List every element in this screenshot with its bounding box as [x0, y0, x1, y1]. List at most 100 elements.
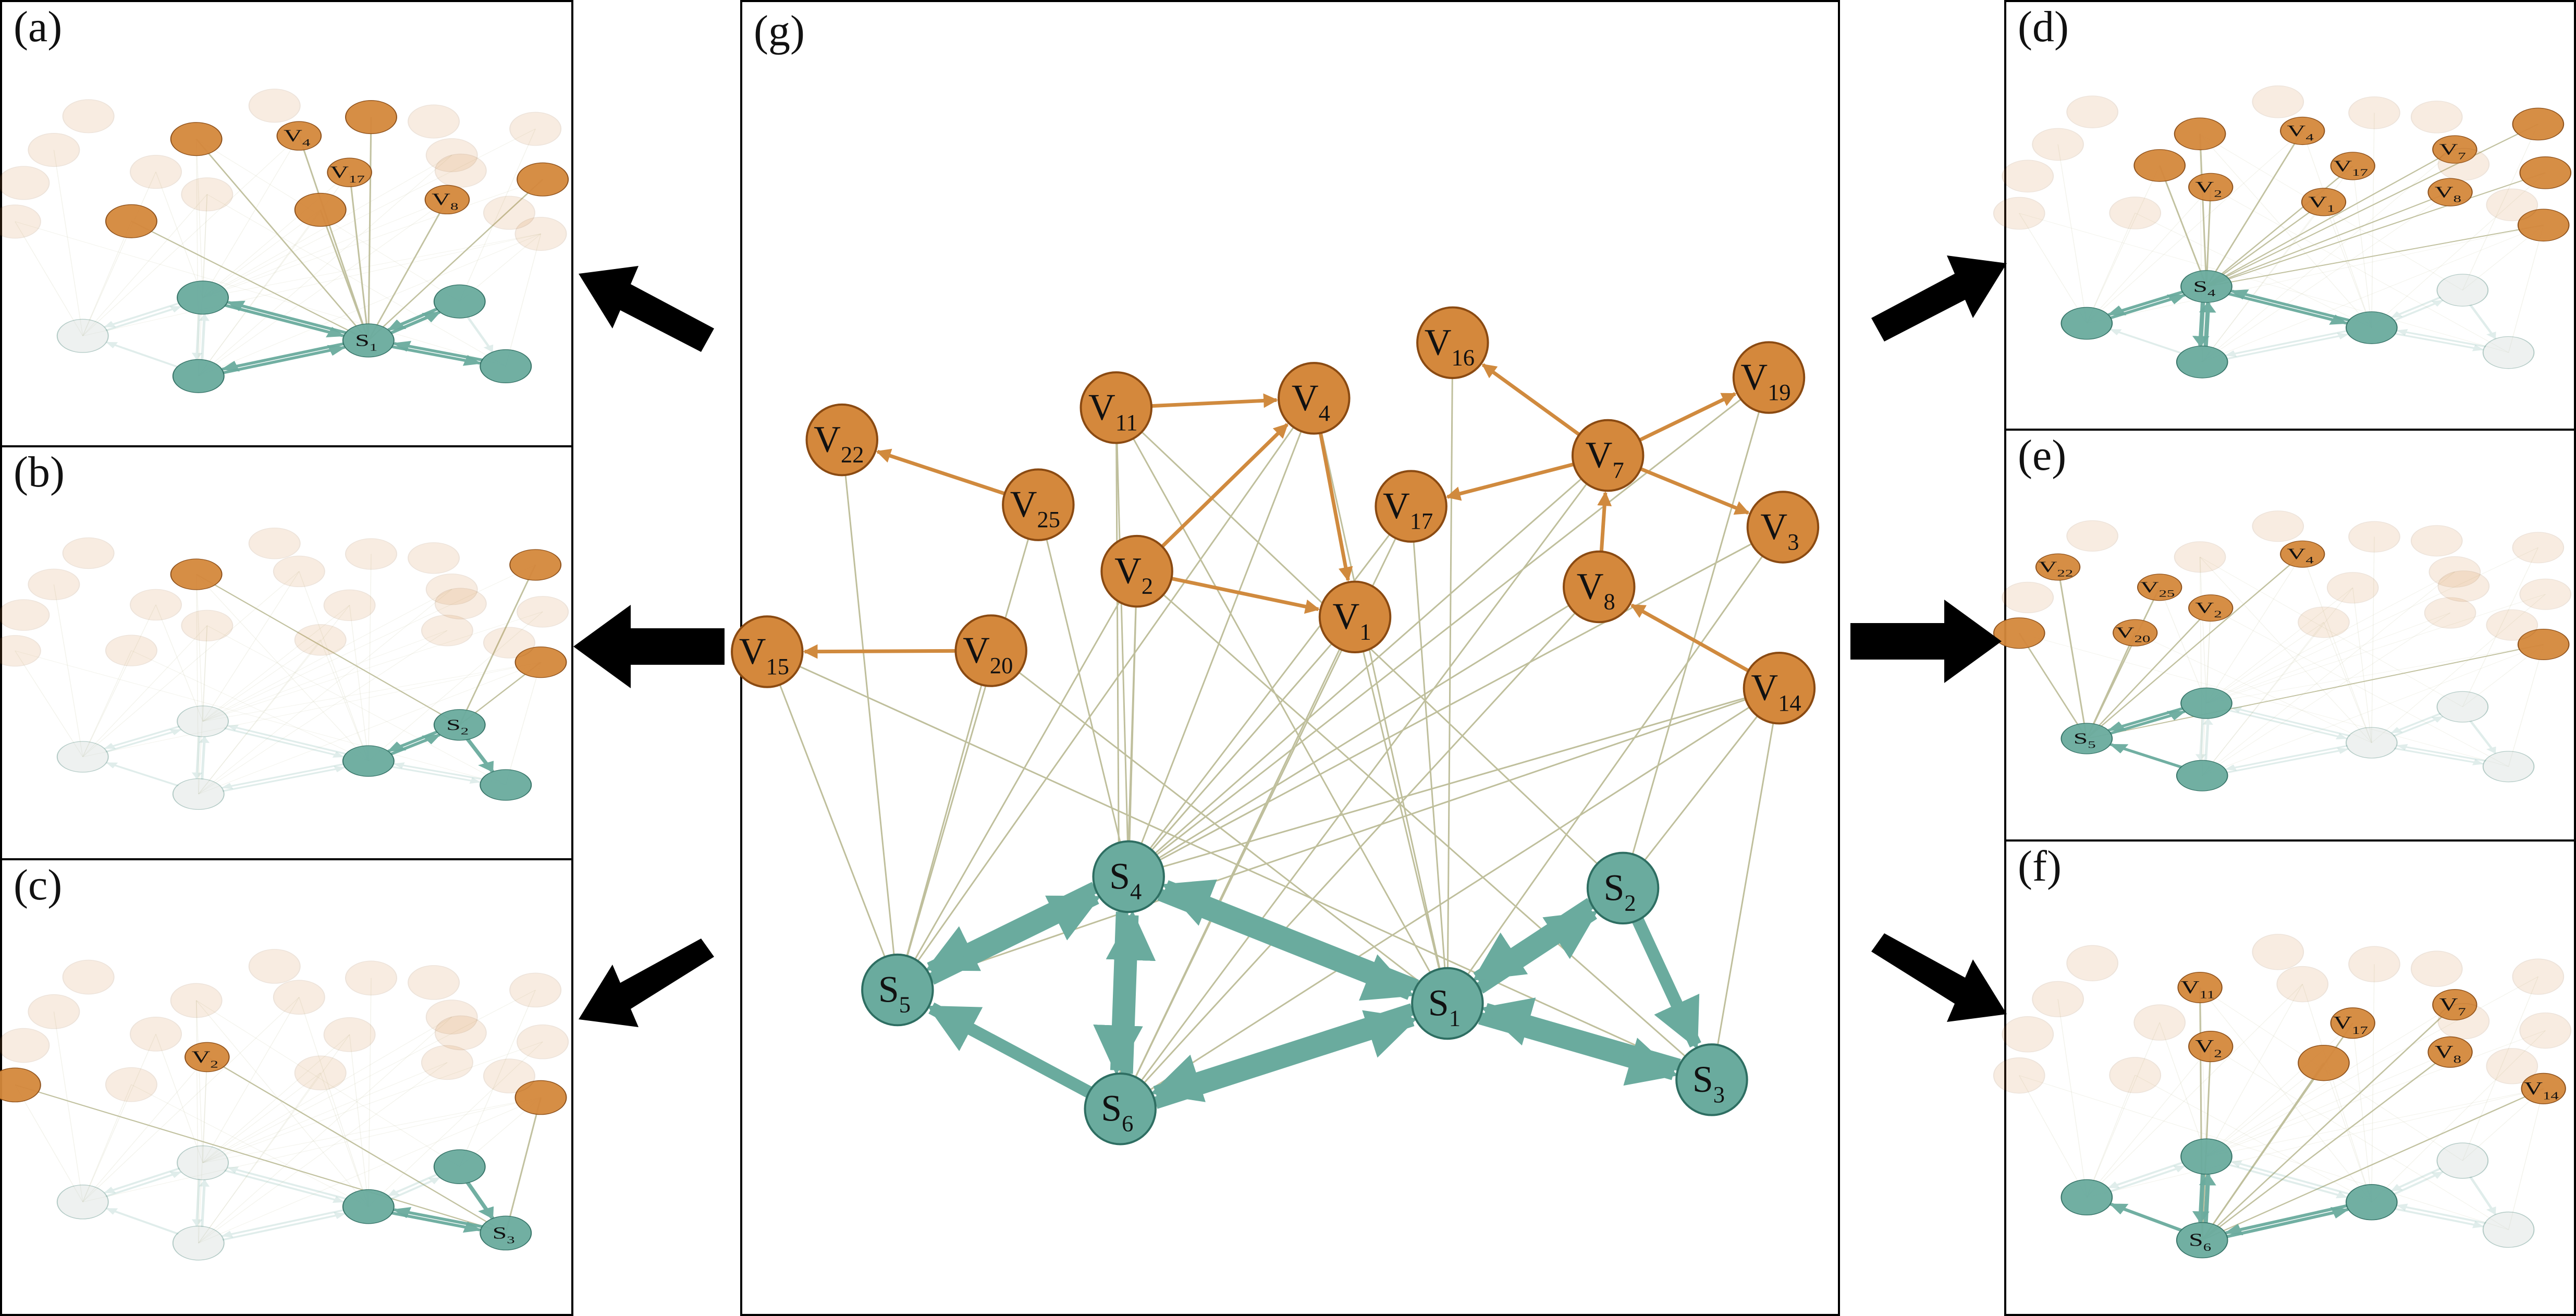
faint-edge — [202, 1017, 452, 1163]
node-label-s5: S5 — [2074, 730, 2096, 750]
focus-edge-v17 — [2205, 165, 2353, 287]
cross-edge-S5-V14 — [930, 699, 1746, 980]
node-x6 — [483, 196, 535, 230]
node-v8 — [2427, 1036, 2473, 1068]
panel-d-label: (d) — [2018, 3, 2069, 51]
faint-edge — [2508, 644, 2544, 767]
faint-edge — [459, 129, 536, 302]
node-v14 — [2521, 1073, 2566, 1104]
s-edge-S4-S5 — [104, 725, 181, 749]
focus-edge-v1 — [2205, 201, 2325, 287]
faint-edge — [202, 234, 541, 298]
focus-edge-v3 — [2206, 172, 2546, 287]
node-v19 — [509, 112, 562, 146]
s-edge-S4-S5 — [104, 302, 181, 328]
faint-edge — [459, 990, 536, 1167]
faint-edge — [195, 574, 369, 761]
s-edge-S1-S2 — [2393, 1171, 2444, 1196]
s-edge-S6-S1 — [222, 345, 347, 374]
s-edge-S6-S4 — [2199, 301, 2216, 347]
node-x2 — [2252, 510, 2304, 542]
focus-edge-v7 — [2201, 1004, 2456, 1241]
faint-edge — [2199, 987, 2207, 1157]
node-v14 — [1743, 652, 1816, 725]
node-label-v20: V20 — [2116, 624, 2150, 644]
s-edge-S6-S4 — [199, 736, 210, 780]
node-label-v16: V16 — [1425, 321, 1475, 370]
node-v22 — [2032, 981, 2084, 1017]
faint-edge — [2206, 1088, 2544, 1157]
faint-edge — [2135, 1075, 2372, 1203]
s-edge-S2-S3 — [2469, 720, 2497, 754]
v-edge-V2-V1 — [1171, 577, 1320, 614]
focus-edge-v17 — [349, 172, 370, 341]
faint-edge — [206, 194, 506, 367]
faint-edge — [2199, 987, 2372, 1202]
node-v22 — [28, 994, 80, 1029]
s-edge-S4-S5 — [925, 882, 1098, 974]
node-v11 — [170, 983, 223, 1018]
node-v11 — [1080, 371, 1153, 444]
arrow-to-a-shape — [579, 266, 714, 352]
node-v7 — [2432, 135, 2477, 164]
node-v25 — [130, 1017, 182, 1052]
arrow-to-c-shape — [579, 939, 714, 1027]
faint-edge — [349, 1034, 369, 1207]
node-x5 — [2002, 160, 2054, 193]
faint-edge — [198, 625, 208, 795]
faint-edge — [15, 221, 506, 367]
faint-edge — [202, 565, 536, 722]
s-edge-S2-S1 — [387, 307, 439, 331]
node-label-v22: V22 — [814, 419, 864, 468]
arrow-to-f-shape — [1871, 933, 2007, 1022]
faint-edge — [2206, 1030, 2546, 1157]
node-v17 — [323, 1017, 376, 1052]
faint-edge — [15, 221, 83, 336]
faint-edge — [198, 1062, 448, 1244]
node-s2 — [2436, 274, 2489, 307]
focus-edge-v20 — [130, 221, 369, 341]
node-v22 — [2035, 553, 2081, 581]
faint-edge — [82, 234, 541, 336]
node-v1 — [294, 1055, 347, 1091]
faint-edge — [2206, 594, 2546, 704]
node-label-v2: V2 — [2195, 1037, 2222, 1059]
s-edge-S5-S4 — [105, 306, 182, 332]
node-v11 — [2177, 971, 2223, 1004]
node-x2 — [2252, 934, 2304, 970]
node-v15 — [0, 1067, 41, 1103]
node-v2 — [1100, 534, 1173, 608]
faint-edge — [2508, 1088, 2544, 1230]
faint-edge — [202, 210, 321, 298]
s-edge-S6-S1 — [2225, 333, 2349, 360]
faint-edge — [82, 194, 208, 336]
faint-edge — [2462, 547, 2539, 707]
node-v3 — [2519, 1012, 2572, 1049]
faint-edge — [202, 1062, 448, 1163]
node-x5 — [2002, 1016, 2054, 1053]
cross-edge-S2-V19 — [1632, 411, 1760, 855]
node-label-v14: V14 — [1751, 667, 1801, 716]
faint-edge — [2206, 547, 2538, 704]
node-label-v19: V19 — [1740, 356, 1790, 405]
cross-edge-S4-V11 — [1116, 443, 1128, 842]
faint-edge — [2371, 964, 2375, 1202]
faint-edge — [82, 571, 300, 757]
node-x3 — [2410, 101, 2463, 133]
node-x5 — [0, 166, 50, 200]
s-edge-S6-S4 — [199, 313, 210, 361]
faint-edge — [2371, 173, 2546, 328]
s-edge-S5-S4 — [2109, 1165, 2186, 1192]
v-edge-V14-V8 — [1630, 603, 1750, 673]
faint-edge — [2206, 554, 2303, 703]
node-v2 — [2188, 173, 2234, 202]
arrow-to-a — [579, 266, 714, 352]
faint-edge — [198, 1057, 208, 1244]
s-edge-S2-S3 — [2469, 1176, 2497, 1215]
s-edge-S6-S5 — [106, 762, 179, 787]
cross-edge-S4-V4 — [1140, 431, 1302, 844]
faint-edge — [195, 1000, 203, 1163]
faint-edge — [2206, 644, 2544, 704]
